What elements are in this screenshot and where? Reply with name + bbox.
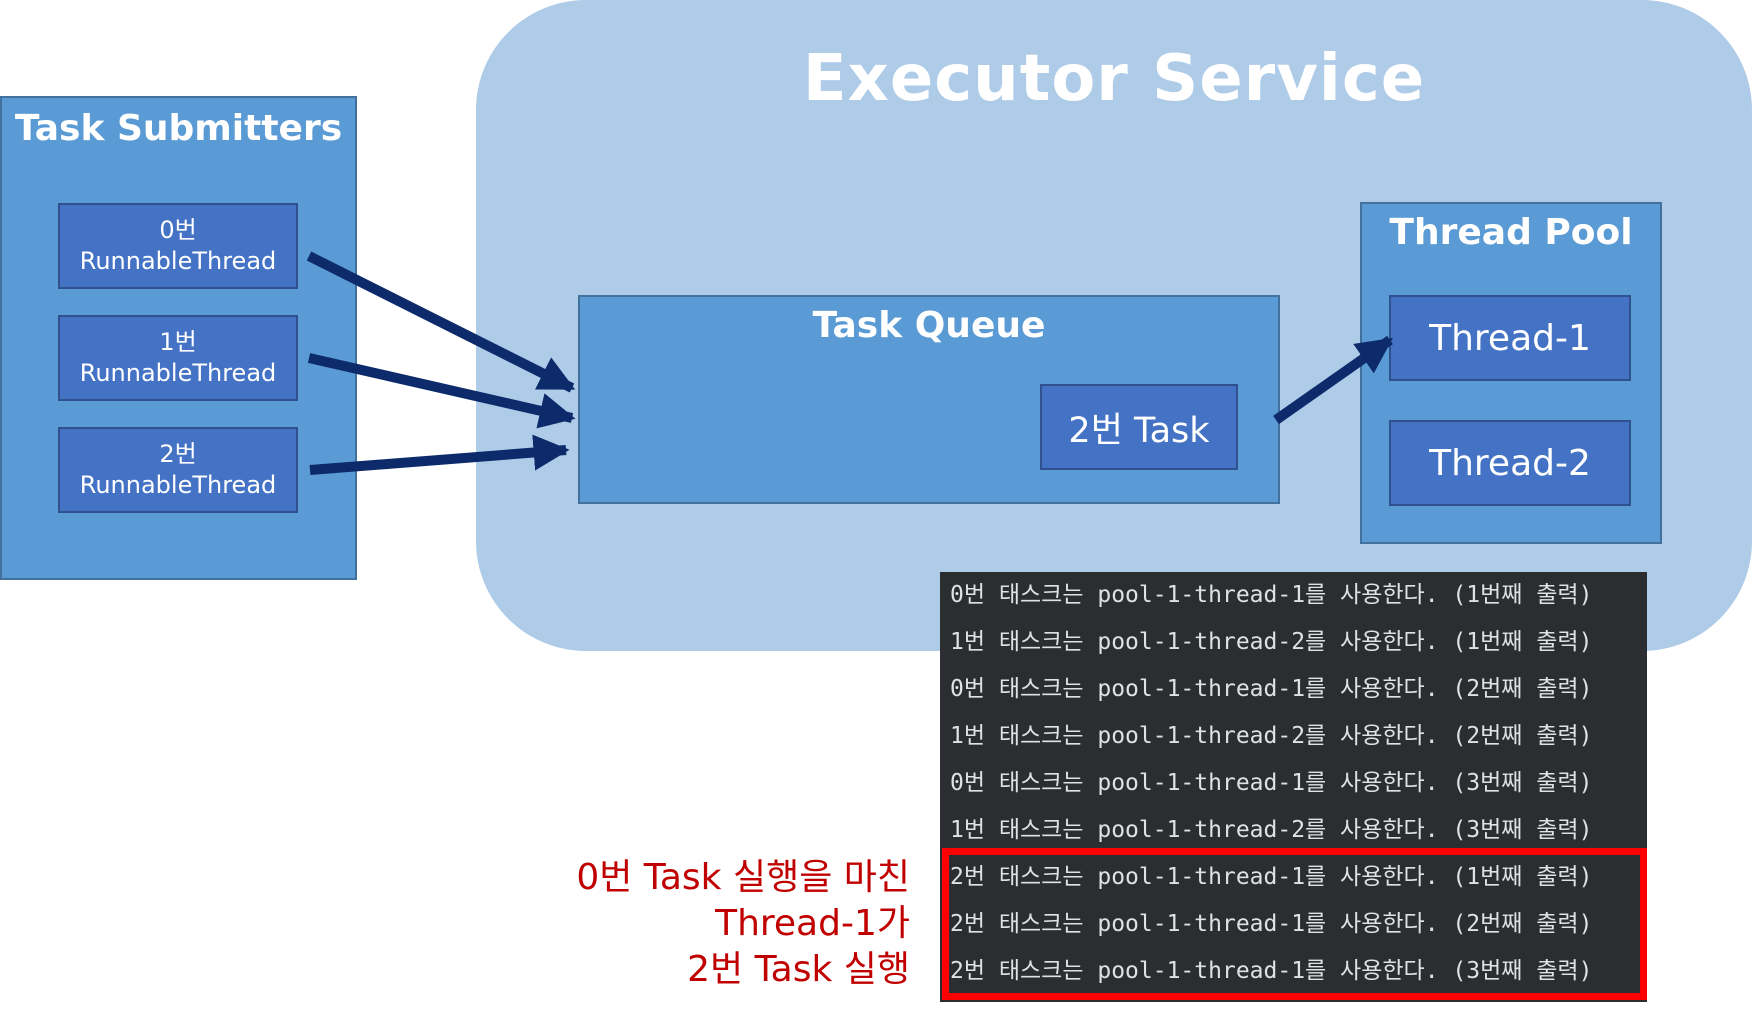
- console-line: 2번 태스크는 pool-1-thread-1를 사용한다. (2번째 출력): [950, 911, 1593, 937]
- annotation-line-3: 2번 Task 실행: [687, 949, 910, 990]
- arrow-queue-to-thread-1: [1273, 335, 1393, 425]
- task-queue-title: Task Queue: [812, 305, 1046, 346]
- console-line: 2번 태스크는 pool-1-thread-1를 사용한다. (1번째 출력): [950, 864, 1593, 890]
- thread-2-box: Thread-2: [1389, 420, 1631, 506]
- console-line: 2번 태스크는 pool-1-thread-1를 사용한다. (3번째 출력): [950, 958, 1593, 984]
- submitter-0-label: RunnableThread: [79, 247, 277, 275]
- submitter-2: 2번 RunnableThread: [58, 427, 298, 513]
- executor-service-title: Executor Service: [802, 42, 1426, 116]
- console-line: 1번 태스크는 pool-1-thread-2를 사용한다. (1번째 출력): [950, 629, 1593, 655]
- submitter-0-number: 0번: [159, 216, 197, 244]
- submitter-1: 1번 RunnableThread: [58, 315, 298, 401]
- submitter-2-number: 2번: [159, 440, 197, 468]
- submitter-1-number: 1번: [159, 328, 197, 356]
- console-line: 0번 태스크는 pool-1-thread-1를 사용한다. (1번째 출력): [950, 582, 1593, 608]
- annotation-line-2: Thread-1가: [715, 903, 910, 944]
- console-line: 0번 태스크는 pool-1-thread-1를 사용한다. (3번째 출력): [950, 770, 1593, 796]
- task-submitters-title: Task Submitters: [14, 108, 343, 149]
- arrow-submitter-1-to-queue: [307, 353, 576, 429]
- console-line: 1번 태스크는 pool-1-thread-2를 사용한다. (2번째 출력): [950, 723, 1593, 749]
- annotation-line-1: 0번 Task 실행을 마친: [576, 857, 910, 898]
- submitter-2-label: RunnableThread: [79, 471, 277, 499]
- highlight-box: [942, 848, 1647, 1000]
- console-line: 0번 태스크는 pool-1-thread-1를 사용한다. (2번째 출력): [950, 676, 1593, 702]
- console-output: 0번 태스크는 pool-1-thread-1를 사용한다. (1번째 출력) …: [940, 572, 1647, 1002]
- annotation-text: 0번 Task 실행을 마친 Thread-1가 2번 Task 실행: [576, 855, 910, 993]
- submitter-1-label: RunnableThread: [79, 359, 277, 387]
- thread-1-box: Thread-1: [1389, 295, 1631, 381]
- console-line: 1번 태스크는 pool-1-thread-2를 사용한다. (3번째 출력): [950, 817, 1593, 843]
- submitter-0: 0번 RunnableThread: [58, 203, 298, 289]
- arrow-submitter-0-to-queue: [306, 251, 576, 393]
- queued-task: 2번 Task: [1040, 384, 1238, 470]
- thread-pool-title: Thread Pool: [1389, 212, 1633, 253]
- arrow-submitter-2-to-queue: [309, 434, 570, 475]
